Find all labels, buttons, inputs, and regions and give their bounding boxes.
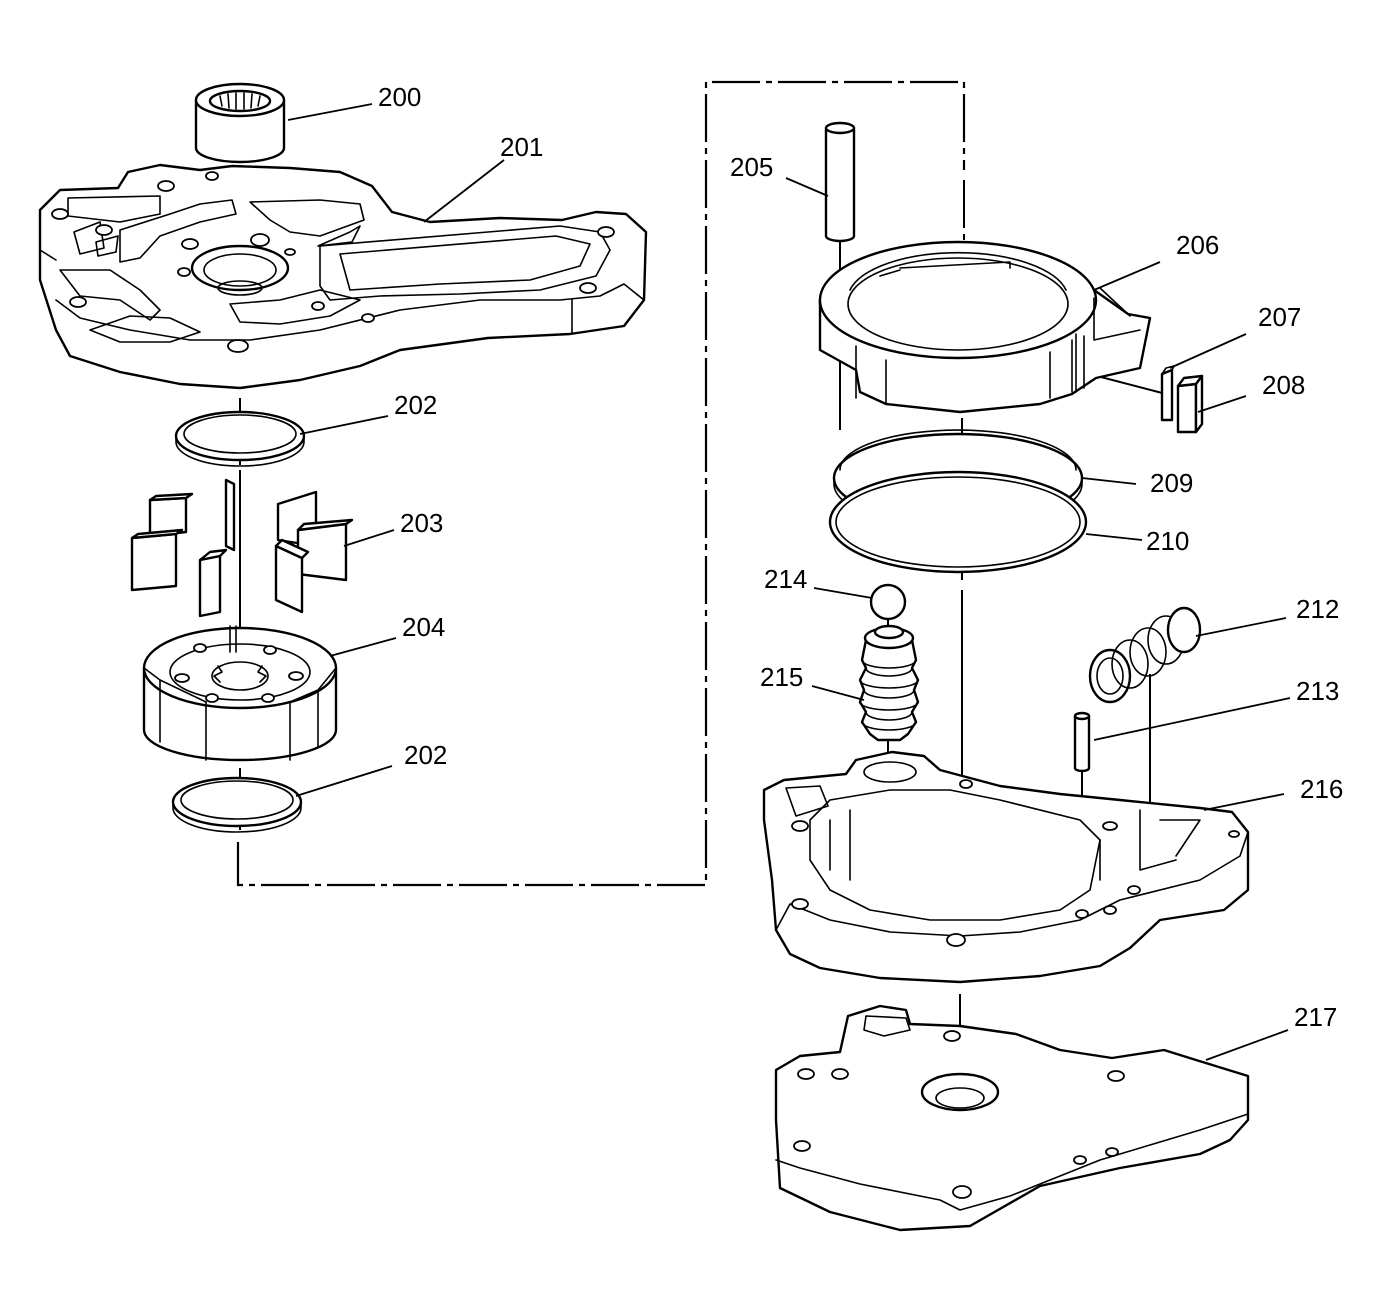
callout-201: 201 xyxy=(500,132,543,162)
part-200-bushing xyxy=(194,82,286,164)
leader-202b xyxy=(295,765,393,797)
callout-200: 200 xyxy=(378,82,421,112)
part-215-plunger xyxy=(858,624,920,742)
part-208-block xyxy=(1176,374,1204,434)
callout-209: 209 xyxy=(1150,468,1193,498)
leader-212 xyxy=(1195,617,1287,637)
callout-213: 213 xyxy=(1296,676,1339,706)
callout-216: 216 xyxy=(1300,774,1343,804)
part-202-upper-ring xyxy=(174,410,306,467)
part-216-pump-body xyxy=(762,750,1250,984)
leader-203 xyxy=(343,529,395,547)
callout-205: 205 xyxy=(730,152,773,182)
leader-213 xyxy=(1093,697,1291,741)
part-217-cover xyxy=(774,1004,1250,1232)
part-214-ball xyxy=(869,583,907,621)
leader-208 xyxy=(1197,395,1247,413)
part-213-pin xyxy=(1073,711,1091,773)
part-206-slide xyxy=(818,240,1152,414)
leader-210 xyxy=(1085,533,1143,541)
part-210-o-ring xyxy=(828,470,1088,574)
callout-217: 217 xyxy=(1294,1002,1337,1032)
callout-207: 207 xyxy=(1258,302,1301,332)
leader-209 xyxy=(1081,477,1137,485)
leader-217 xyxy=(1205,1029,1289,1061)
part-205-pin xyxy=(824,121,856,243)
leader-205 xyxy=(785,177,829,197)
callout-212: 212 xyxy=(1296,594,1339,624)
part-212-spring xyxy=(1088,606,1202,704)
callout-215: 215 xyxy=(760,662,803,692)
callout-208: 208 xyxy=(1262,370,1305,400)
callout-214: 214 xyxy=(764,564,807,594)
leader-216 xyxy=(1203,793,1285,811)
part-207-seal xyxy=(1160,365,1175,422)
leader-207 xyxy=(1169,333,1247,369)
leader-200 xyxy=(287,103,373,121)
leader-206 xyxy=(1093,261,1161,291)
part-202-lower-ring xyxy=(171,776,303,833)
callout-203: 203 xyxy=(400,508,443,538)
callout-210: 210 xyxy=(1146,526,1189,556)
leader-202a xyxy=(299,415,389,435)
part-201-pump-cover xyxy=(38,163,648,390)
leader-201 xyxy=(423,159,505,223)
callout-206: 206 xyxy=(1176,230,1219,260)
leader-215 xyxy=(811,685,865,701)
callout-202a: 202 xyxy=(394,390,437,420)
callout-204: 204 xyxy=(402,612,445,642)
callout-202b: 202 xyxy=(404,740,447,770)
connector-path xyxy=(236,80,966,887)
part-203-vanes xyxy=(130,478,354,618)
part-204-rotor xyxy=(142,625,338,762)
leader-204 xyxy=(329,637,397,657)
leader-214 xyxy=(813,587,873,599)
